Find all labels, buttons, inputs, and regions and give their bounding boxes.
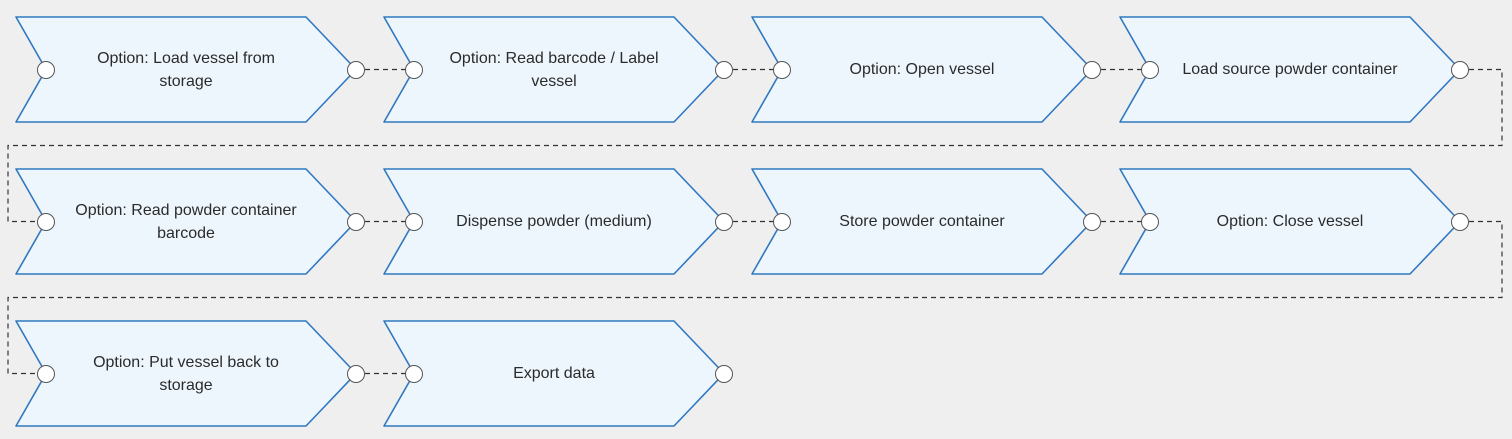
step-shape bbox=[383, 16, 725, 123]
input-port[interactable] bbox=[405, 60, 423, 79]
step-shape bbox=[1119, 168, 1461, 275]
output-port[interactable] bbox=[1451, 60, 1469, 79]
connector-edge bbox=[7, 68, 1503, 223]
input-port[interactable] bbox=[773, 212, 791, 231]
step-shape bbox=[15, 16, 357, 123]
input-port[interactable] bbox=[37, 212, 55, 231]
step-shape bbox=[1119, 16, 1461, 123]
output-port[interactable] bbox=[1083, 212, 1101, 231]
step-export-data[interactable]: Export data bbox=[383, 320, 733, 427]
output-port[interactable] bbox=[1083, 60, 1101, 79]
step-shape bbox=[383, 320, 725, 427]
step-read-powder-container-barcode[interactable]: Option: Read powder container barcode bbox=[15, 168, 365, 275]
step-shape bbox=[15, 320, 357, 427]
step-shape bbox=[751, 168, 1093, 275]
step-load-vessel-from-storage[interactable]: Option: Load vessel from storage bbox=[15, 16, 365, 123]
input-port[interactable] bbox=[37, 60, 55, 79]
connector-edge bbox=[7, 220, 1503, 375]
output-port[interactable] bbox=[347, 212, 365, 231]
step-shape bbox=[751, 16, 1093, 123]
step-shape bbox=[15, 168, 357, 275]
step-open-vessel[interactable]: Option: Open vessel bbox=[751, 16, 1101, 123]
input-port[interactable] bbox=[405, 364, 423, 383]
output-port[interactable] bbox=[715, 60, 733, 79]
output-port[interactable] bbox=[715, 364, 733, 383]
input-port[interactable] bbox=[1141, 212, 1159, 231]
output-port[interactable] bbox=[715, 212, 733, 231]
step-store-powder-container[interactable]: Store powder container bbox=[751, 168, 1101, 275]
input-port[interactable] bbox=[405, 212, 423, 231]
step-read-barcode-label-vessel[interactable]: Option: Read barcode / Label vessel bbox=[383, 16, 733, 123]
step-dispense-powder-medium[interactable]: Dispense powder (medium) bbox=[383, 168, 733, 275]
step-load-source-powder-container[interactable]: Load source powder container bbox=[1119, 16, 1469, 123]
input-port[interactable] bbox=[37, 364, 55, 383]
step-put-vessel-back-to-storage[interactable]: Option: Put vessel back to storage bbox=[15, 320, 365, 427]
output-port[interactable] bbox=[347, 60, 365, 79]
step-shape bbox=[383, 168, 725, 275]
output-port[interactable] bbox=[347, 364, 365, 383]
output-port[interactable] bbox=[1451, 212, 1469, 231]
input-port[interactable] bbox=[773, 60, 791, 79]
step-close-vessel[interactable]: Option: Close vessel bbox=[1119, 168, 1469, 275]
input-port[interactable] bbox=[1141, 60, 1159, 79]
